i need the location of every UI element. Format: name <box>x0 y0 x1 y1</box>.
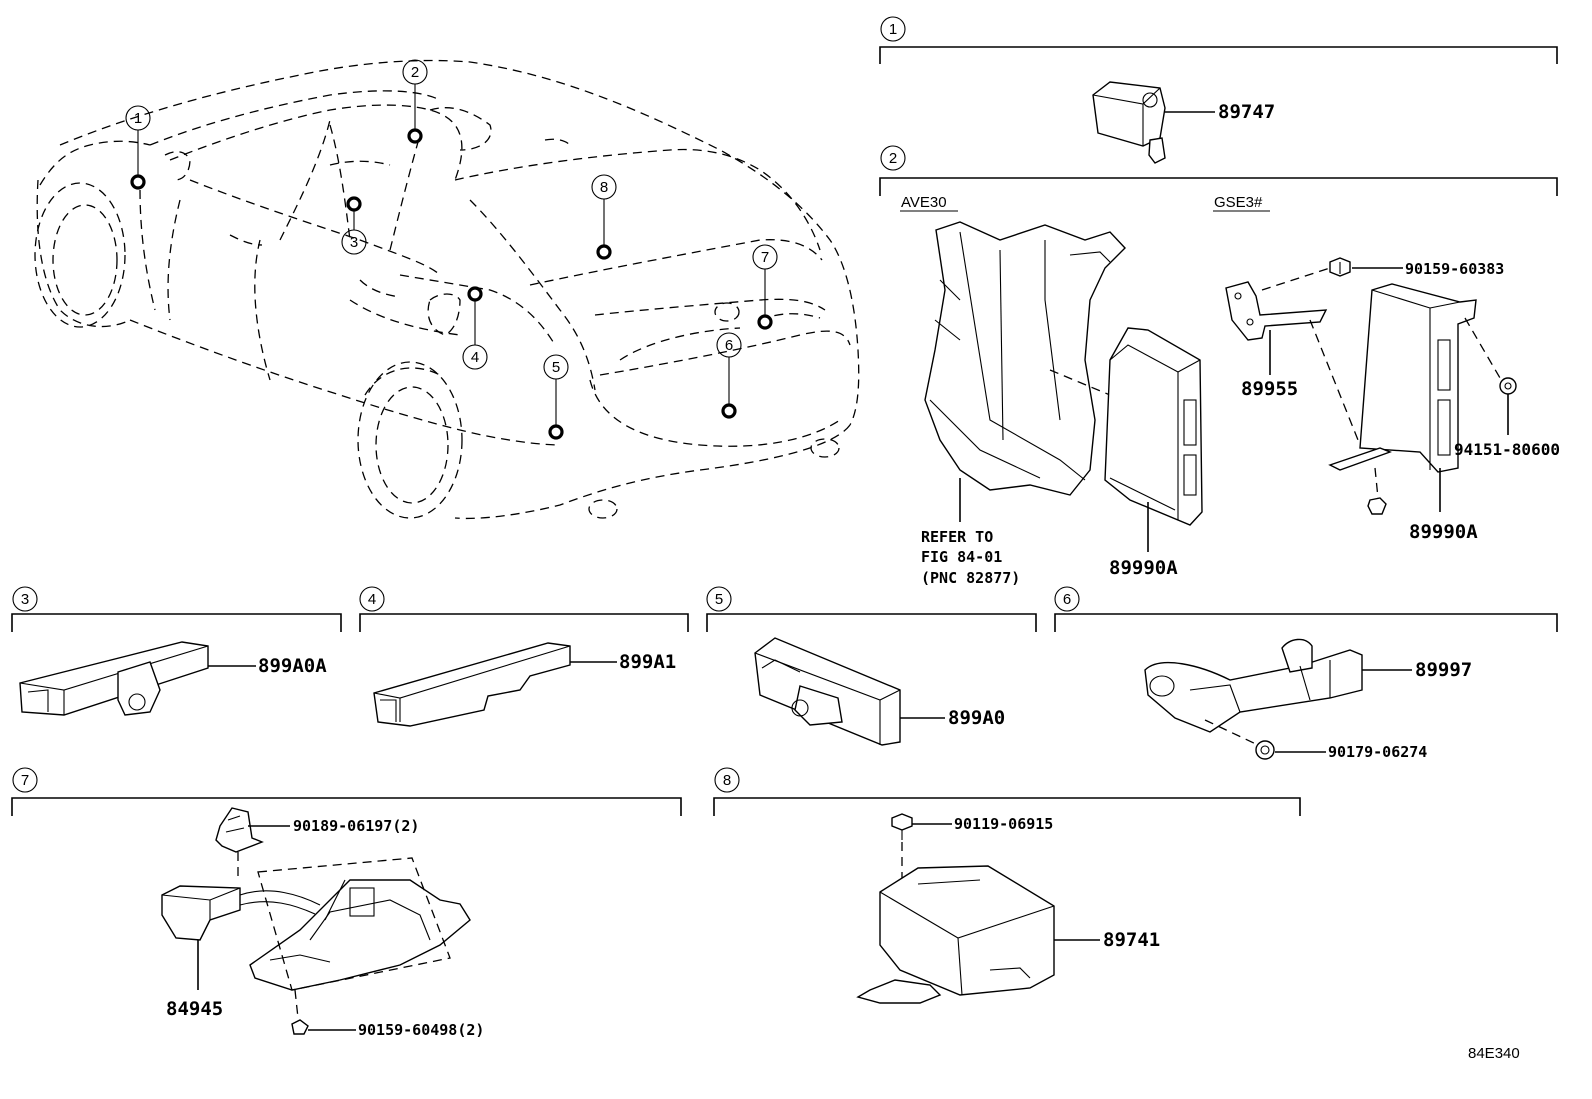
part-number-899a1: 899A1 <box>619 651 676 673</box>
section-1: 1 89747 <box>879 16 1558 164</box>
part-number-89997: 89997 <box>1415 659 1472 681</box>
nut-94151-80600 <box>1499 377 1517 395</box>
part-number-899a0: 899A0 <box>948 707 1005 729</box>
section-3: 3 899A0A <box>11 586 342 716</box>
callout-dot-5 <box>548 424 564 440</box>
callout-dot-6 <box>721 403 737 419</box>
antenna-899a1 <box>373 642 571 727</box>
section-2-number: 2 <box>889 150 897 167</box>
part-number-90179-06274: 90179-06274 <box>1328 743 1427 761</box>
callout-2 <box>402 59 428 85</box>
section-7: 7 90189-06197(2) 84945 <box>11 767 682 1039</box>
part-89747-sensor <box>1092 81 1166 164</box>
ecu-89990a-gse3 <box>1328 283 1477 473</box>
section-4-number: 4 <box>368 591 376 608</box>
callout-8 <box>591 174 617 200</box>
callout-6-label: 6 <box>725 337 733 354</box>
bolt-90159-60383 <box>1329 257 1351 277</box>
bracket-89955 <box>1225 281 1328 341</box>
callout-dot-4 <box>467 286 483 302</box>
callout-3-label: 3 <box>350 234 358 251</box>
part-number-89747: 89747 <box>1218 101 1275 123</box>
refer-to-text: REFER TO <box>921 528 993 546</box>
clip-90189-06197 <box>215 807 264 853</box>
callout-7 <box>752 244 778 270</box>
callout-3 <box>341 229 367 255</box>
refer-fig-text: FIG 84-01 <box>921 548 1002 566</box>
part-number-84945: 84945 <box>166 998 223 1020</box>
section-7-number: 7 <box>21 772 29 789</box>
part-number-89741: 89741 <box>1103 929 1160 951</box>
section-2: 2 AVE30 GSE3# REFER TO FIG 84-01 (PNC 82… <box>879 145 1560 587</box>
callout-4-label: 4 <box>471 349 479 366</box>
variant-gse3: GSE3# <box>1214 194 1263 211</box>
section-3-number: 3 <box>21 591 29 608</box>
part-number-89955: 89955 <box>1241 378 1298 400</box>
callout-4 <box>462 344 488 370</box>
garnish-bracket <box>249 879 471 991</box>
module-89741 <box>856 865 1055 1004</box>
part-number-899a0a: 899A0A <box>258 655 327 677</box>
callout-dot-1 <box>130 174 146 190</box>
section-6: 6 89997 90179-06274 <box>1054 586 1558 761</box>
sensor-84945 <box>161 885 321 941</box>
section-4: 4 899A1 <box>359 586 689 727</box>
part-number-90119-06915: 90119-06915 <box>954 815 1053 833</box>
section-8-number: 8 <box>723 772 731 789</box>
callout-dot-3 <box>346 196 362 212</box>
callout-dot-8 <box>596 244 612 260</box>
callout-5-label: 5 <box>552 359 560 376</box>
antenna-899a0a <box>19 641 209 716</box>
callout-1-label: 1 <box>134 110 142 127</box>
part-number-90159-60498: 90159-60498(2) <box>358 1021 484 1039</box>
bracket-ave30 <box>924 221 1126 496</box>
antenna-89997 <box>1144 638 1363 733</box>
callout-8-label: 8 <box>600 179 608 196</box>
section-5-number: 5 <box>715 591 723 608</box>
bolt-90119-06915 <box>891 813 913 840</box>
bolt-lower-gse3 <box>1367 497 1387 515</box>
car-callouts: 1 2 3 4 5 6 7 8 <box>125 59 778 440</box>
part-number-94151-80600: 94151-80600 <box>1454 440 1560 459</box>
diagram-code: 84E340 <box>1468 1045 1520 1062</box>
callout-dot-7 <box>757 314 773 330</box>
part-number-90159-60383: 90159-60383 <box>1405 260 1504 278</box>
screw-90159-60498 <box>291 1019 309 1035</box>
callout-dot-2 <box>407 128 423 144</box>
callout-7-label: 7 <box>761 249 769 266</box>
part-number-89990a-left: 89990A <box>1109 557 1178 579</box>
part-number-89990a-right: 89990A <box>1409 521 1478 543</box>
ecu-89990a-ave30 <box>1104 327 1203 526</box>
antenna-899a0 <box>754 637 901 746</box>
callout-5 <box>543 354 569 380</box>
nut-90179-06274 <box>1255 740 1275 760</box>
section-5: 5 899A0 <box>706 586 1037 746</box>
callout-2-label: 2 <box>411 64 419 81</box>
refer-pnc-text: (PNC 82877) <box>921 569 1020 587</box>
part-number-90189-06197: 90189-06197(2) <box>293 817 419 835</box>
callout-6 <box>716 332 742 358</box>
vehicle-illustration <box>34 59 860 520</box>
section-6-number: 6 <box>1063 591 1071 608</box>
callout-1 <box>125 105 151 131</box>
section-8: 8 90119-06915 89741 <box>713 767 1301 1004</box>
section-1-number: 1 <box>889 21 897 38</box>
variant-ave30: AVE30 <box>901 194 947 211</box>
